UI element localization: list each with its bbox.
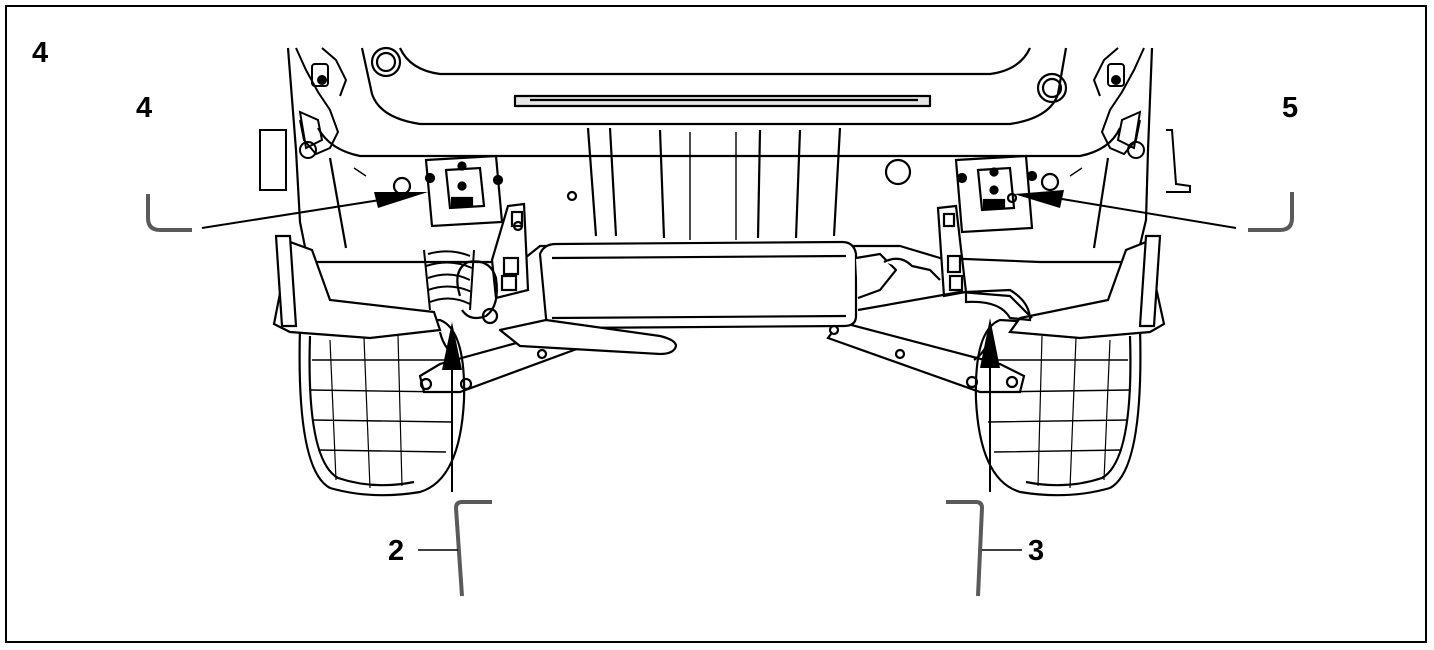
right-splash-guard bbox=[1007, 234, 1166, 340]
right-hinge bbox=[1092, 47, 1191, 193]
left-wheel bbox=[298, 318, 466, 497]
callout-2: 2 bbox=[388, 535, 404, 567]
arrow-point-4 bbox=[374, 192, 428, 208]
right-wheel bbox=[974, 318, 1142, 497]
arrow-point-3 bbox=[980, 318, 1000, 368]
callout-5: 5 bbox=[1282, 92, 1298, 124]
callout-leaders bbox=[201, 197, 1237, 492]
callout-4: 4 bbox=[136, 92, 152, 124]
right-lift-pad bbox=[954, 154, 1060, 234]
callout-3: 3 bbox=[1028, 535, 1044, 567]
figure-frame bbox=[5, 5, 1427, 643]
exhaust-muffler bbox=[498, 240, 1033, 356]
callout-arrowheads bbox=[374, 190, 1064, 370]
left-hinge bbox=[259, 47, 348, 191]
arrow-point-2 bbox=[442, 322, 462, 370]
left-splash-guard bbox=[272, 234, 442, 340]
left-lift-pad bbox=[392, 154, 504, 228]
left-suspension-bracket bbox=[456, 202, 530, 325]
figure-number: 4 bbox=[32, 37, 48, 69]
arrow-point-5 bbox=[1014, 190, 1064, 208]
callout-brackets bbox=[146, 192, 1294, 597]
coil-spring bbox=[423, 249, 475, 311]
rear-body-panel bbox=[286, 46, 1154, 264]
